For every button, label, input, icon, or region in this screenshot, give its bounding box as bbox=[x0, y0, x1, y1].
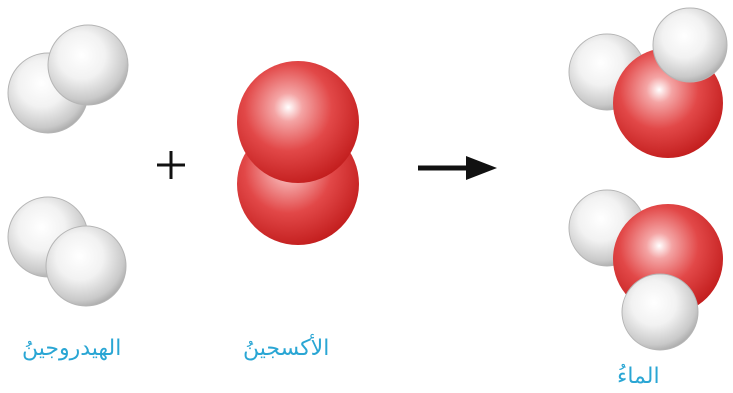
hydrogen-molecule-top bbox=[7, 24, 129, 134]
water-label: الماءُ bbox=[617, 364, 660, 389]
water-molecule-top bbox=[568, 7, 728, 158]
oxygen-atom bbox=[237, 61, 359, 183]
hydrogen-atom bbox=[621, 273, 699, 351]
hydrogen-molecule-bottom bbox=[7, 196, 127, 307]
hydrogen-label: الهيدروجينُ bbox=[22, 336, 122, 361]
plus-sign bbox=[157, 151, 185, 179]
oxygen-label: الأكسجينُ bbox=[243, 336, 330, 361]
water-molecule-bottom bbox=[568, 189, 723, 351]
hydrogen-atom bbox=[652, 7, 728, 83]
hydrogen-atom bbox=[45, 225, 127, 307]
oxygen-molecule bbox=[237, 61, 359, 245]
arrow-right-icon bbox=[418, 156, 497, 180]
hydrogen-atom bbox=[47, 24, 129, 106]
